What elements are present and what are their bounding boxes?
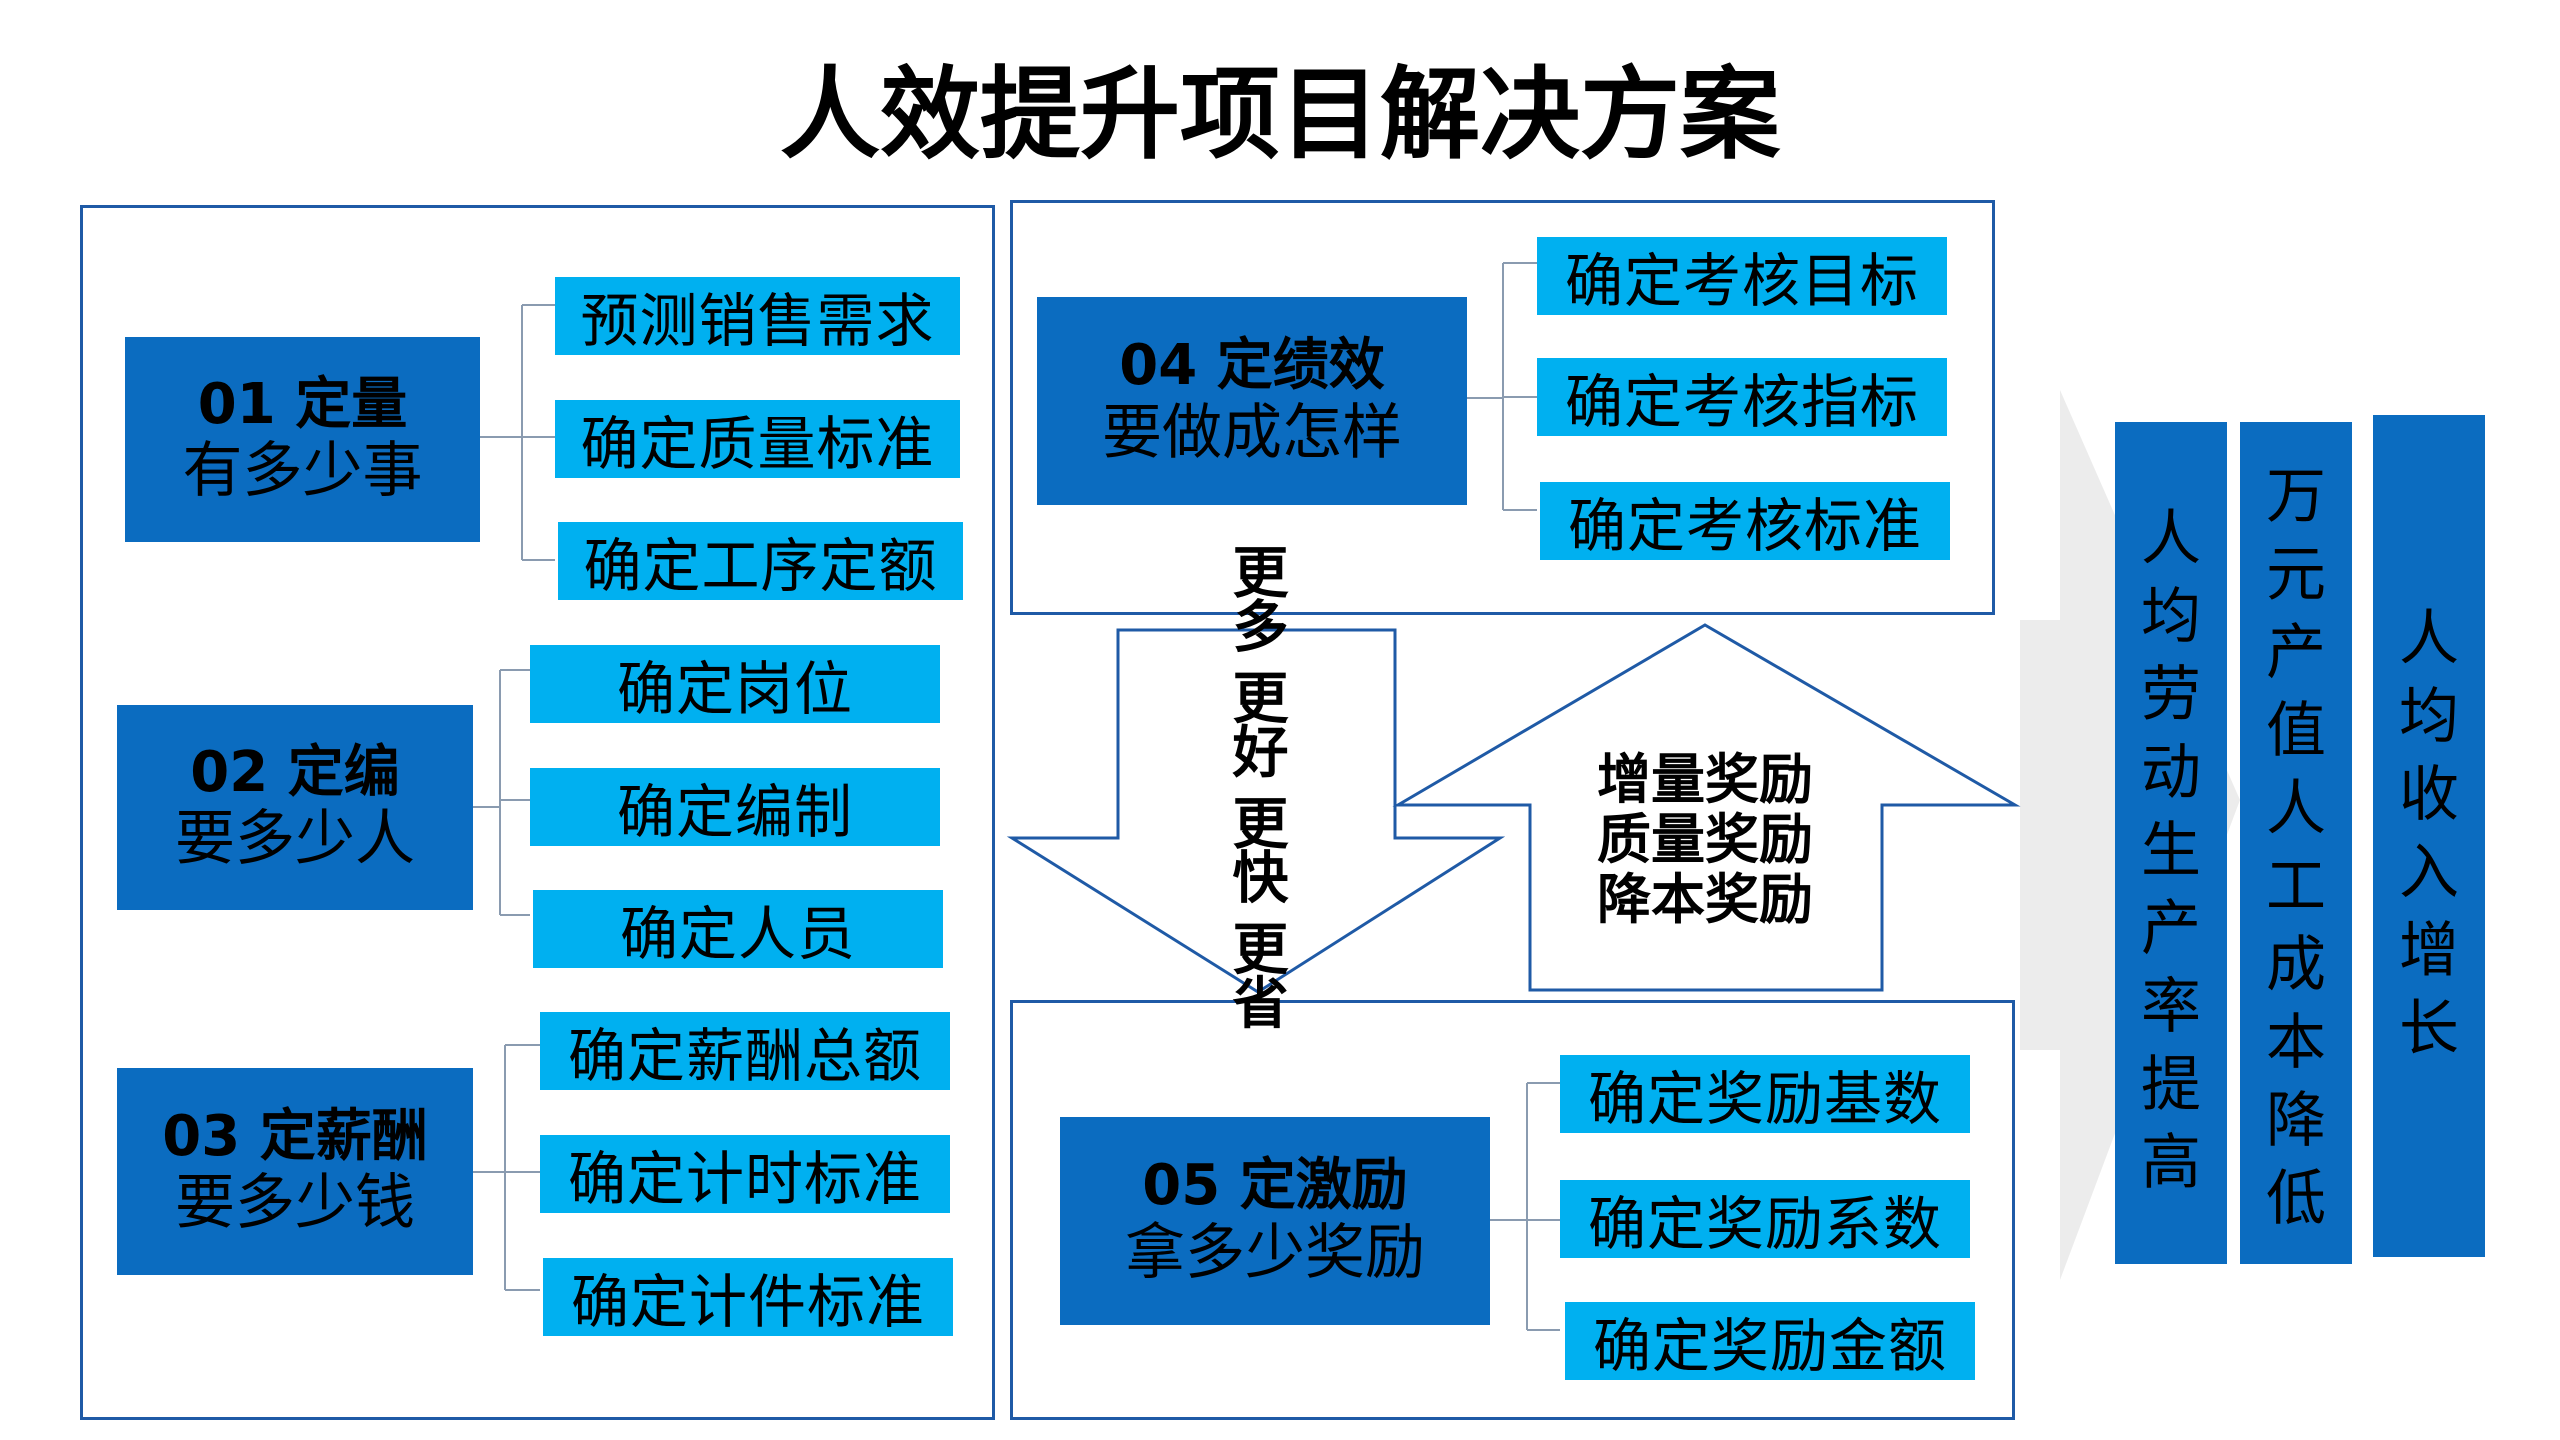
down-arrow-line-3: 更快 bbox=[1223, 793, 1288, 902]
sub-box-04-1: 确定考核目标 bbox=[1537, 237, 1947, 315]
outcome-bar-2-char: 产 bbox=[2266, 618, 2326, 688]
sub-box-02-1: 确定岗位 bbox=[530, 645, 940, 723]
outcome-bar-2: 万元产值人工成本降低 bbox=[2240, 422, 2352, 1264]
outcome-bar-2-char: 成 bbox=[2266, 930, 2326, 1000]
sub-box-03-3: 确定计件标准 bbox=[543, 1258, 953, 1336]
outcome-bar-3-char: 长 bbox=[2399, 994, 2459, 1064]
main-box-03: 03 定薪酬 要多少钱 bbox=[117, 1068, 473, 1275]
outcome-bar-2-char: 工 bbox=[2266, 852, 2326, 922]
outcome-bar-3-char: 均 bbox=[2399, 682, 2459, 752]
down-arrow-line-2: 更好 bbox=[1223, 668, 1288, 777]
outcome-bar-2-char: 值 bbox=[2266, 696, 2326, 766]
sub-box-05-1: 确定奖励基数 bbox=[1560, 1055, 1970, 1133]
main-box-02-title: 02 定编 bbox=[190, 739, 400, 805]
main-box-05-title: 05 定激励 bbox=[1142, 1153, 1408, 1219]
outcome-bar-1-char: 提 bbox=[2141, 1050, 2201, 1120]
sub-box-01-2: 确定质量标准 bbox=[555, 400, 960, 478]
down-arrow-shape bbox=[1006, 628, 1506, 994]
outcome-bar-2-char: 人 bbox=[2266, 774, 2326, 844]
outcome-bar-1: 人均劳动生产率提高 bbox=[2115, 422, 2227, 1264]
outcome-bar-1-char: 劳 bbox=[2141, 660, 2201, 730]
outcome-bar-2-char: 低 bbox=[2266, 1164, 2326, 1234]
outcome-bar-3: 人均收入增长 bbox=[2373, 415, 2485, 1257]
main-box-02: 02 定编 要多少人 bbox=[117, 705, 473, 910]
sub-box-04-2: 确定考核指标 bbox=[1537, 358, 1947, 436]
outcome-bar-3-char: 人 bbox=[2399, 604, 2459, 674]
sub-box-02-2: 确定编制 bbox=[530, 768, 940, 846]
up-arrow-line-1: 增量奖励 bbox=[1597, 748, 1813, 811]
main-box-01-title: 01 定量 bbox=[197, 371, 408, 437]
main-box-04-title: 04 定绩效 bbox=[1119, 333, 1385, 399]
page-title: 人效提升项目解决方案 bbox=[780, 55, 1780, 173]
up-arrow-label: 增量奖励 质量奖励 降本奖励 bbox=[1560, 740, 1850, 940]
down-arrow-line-1: 更多 bbox=[1223, 542, 1288, 651]
main-box-05-subtitle: 拿多少奖励 bbox=[1125, 1217, 1425, 1288]
outcome-bar-3-char: 收 bbox=[2399, 760, 2459, 830]
sub-box-05-3: 确定奖励金额 bbox=[1565, 1302, 1975, 1380]
main-box-03-subtitle: 要多少钱 bbox=[175, 1168, 415, 1239]
outcome-bar-1-char: 高 bbox=[2141, 1128, 2201, 1198]
outcome-bar-1-char: 人 bbox=[2141, 504, 2201, 574]
sub-box-01-1: 预测销售需求 bbox=[555, 277, 960, 355]
outcome-bar-2-char: 本 bbox=[2266, 1008, 2326, 1078]
outcome-bar-2-char: 降 bbox=[2266, 1086, 2326, 1156]
outcome-bar-2-char: 元 bbox=[2266, 540, 2326, 610]
main-box-02-subtitle: 要多少人 bbox=[175, 804, 415, 875]
sub-box-01-3: 确定工序定额 bbox=[558, 522, 963, 600]
up-arrow-line-3: 降本奖励 bbox=[1597, 868, 1813, 931]
outcome-bar-3-char: 入 bbox=[2399, 838, 2459, 908]
sub-box-05-2: 确定奖励系数 bbox=[1560, 1180, 1970, 1258]
main-box-03-title: 03 定薪酬 bbox=[162, 1103, 428, 1169]
main-box-05: 05 定激励 拿多少奖励 bbox=[1060, 1117, 1490, 1325]
outcome-bar-2-char: 万 bbox=[2266, 462, 2326, 532]
outcome-bar-1-char: 均 bbox=[2141, 582, 2201, 652]
sub-box-03-1: 确定薪酬总额 bbox=[540, 1012, 950, 1090]
sub-box-04-3: 确定考核标准 bbox=[1540, 482, 1950, 560]
main-box-01-subtitle: 有多少事 bbox=[182, 436, 423, 507]
up-arrow-line-2: 质量奖励 bbox=[1597, 808, 1813, 871]
outcome-bar-1-char: 率 bbox=[2141, 972, 2201, 1042]
outcome-bar-3-char: 增 bbox=[2399, 916, 2459, 986]
down-arrow-label: 更多 更好 更快 更省 bbox=[1180, 543, 1330, 1028]
outcome-bar-1-char: 动 bbox=[2141, 738, 2201, 808]
up-arrow-shape bbox=[1392, 623, 2021, 992]
down-arrow-line-4: 更省 bbox=[1223, 919, 1288, 1028]
main-box-04-subtitle: 要做成怎样 bbox=[1102, 397, 1402, 468]
sub-box-02-3: 确定人员 bbox=[533, 890, 943, 968]
outcome-bar-1-char: 产 bbox=[2141, 894, 2201, 964]
sub-box-03-2: 确定计时标准 bbox=[540, 1135, 950, 1213]
outcome-bar-1-char: 生 bbox=[2141, 816, 2201, 886]
main-box-01: 01 定量 有多少事 bbox=[125, 337, 480, 542]
main-box-04: 04 定绩效 要做成怎样 bbox=[1037, 297, 1467, 505]
